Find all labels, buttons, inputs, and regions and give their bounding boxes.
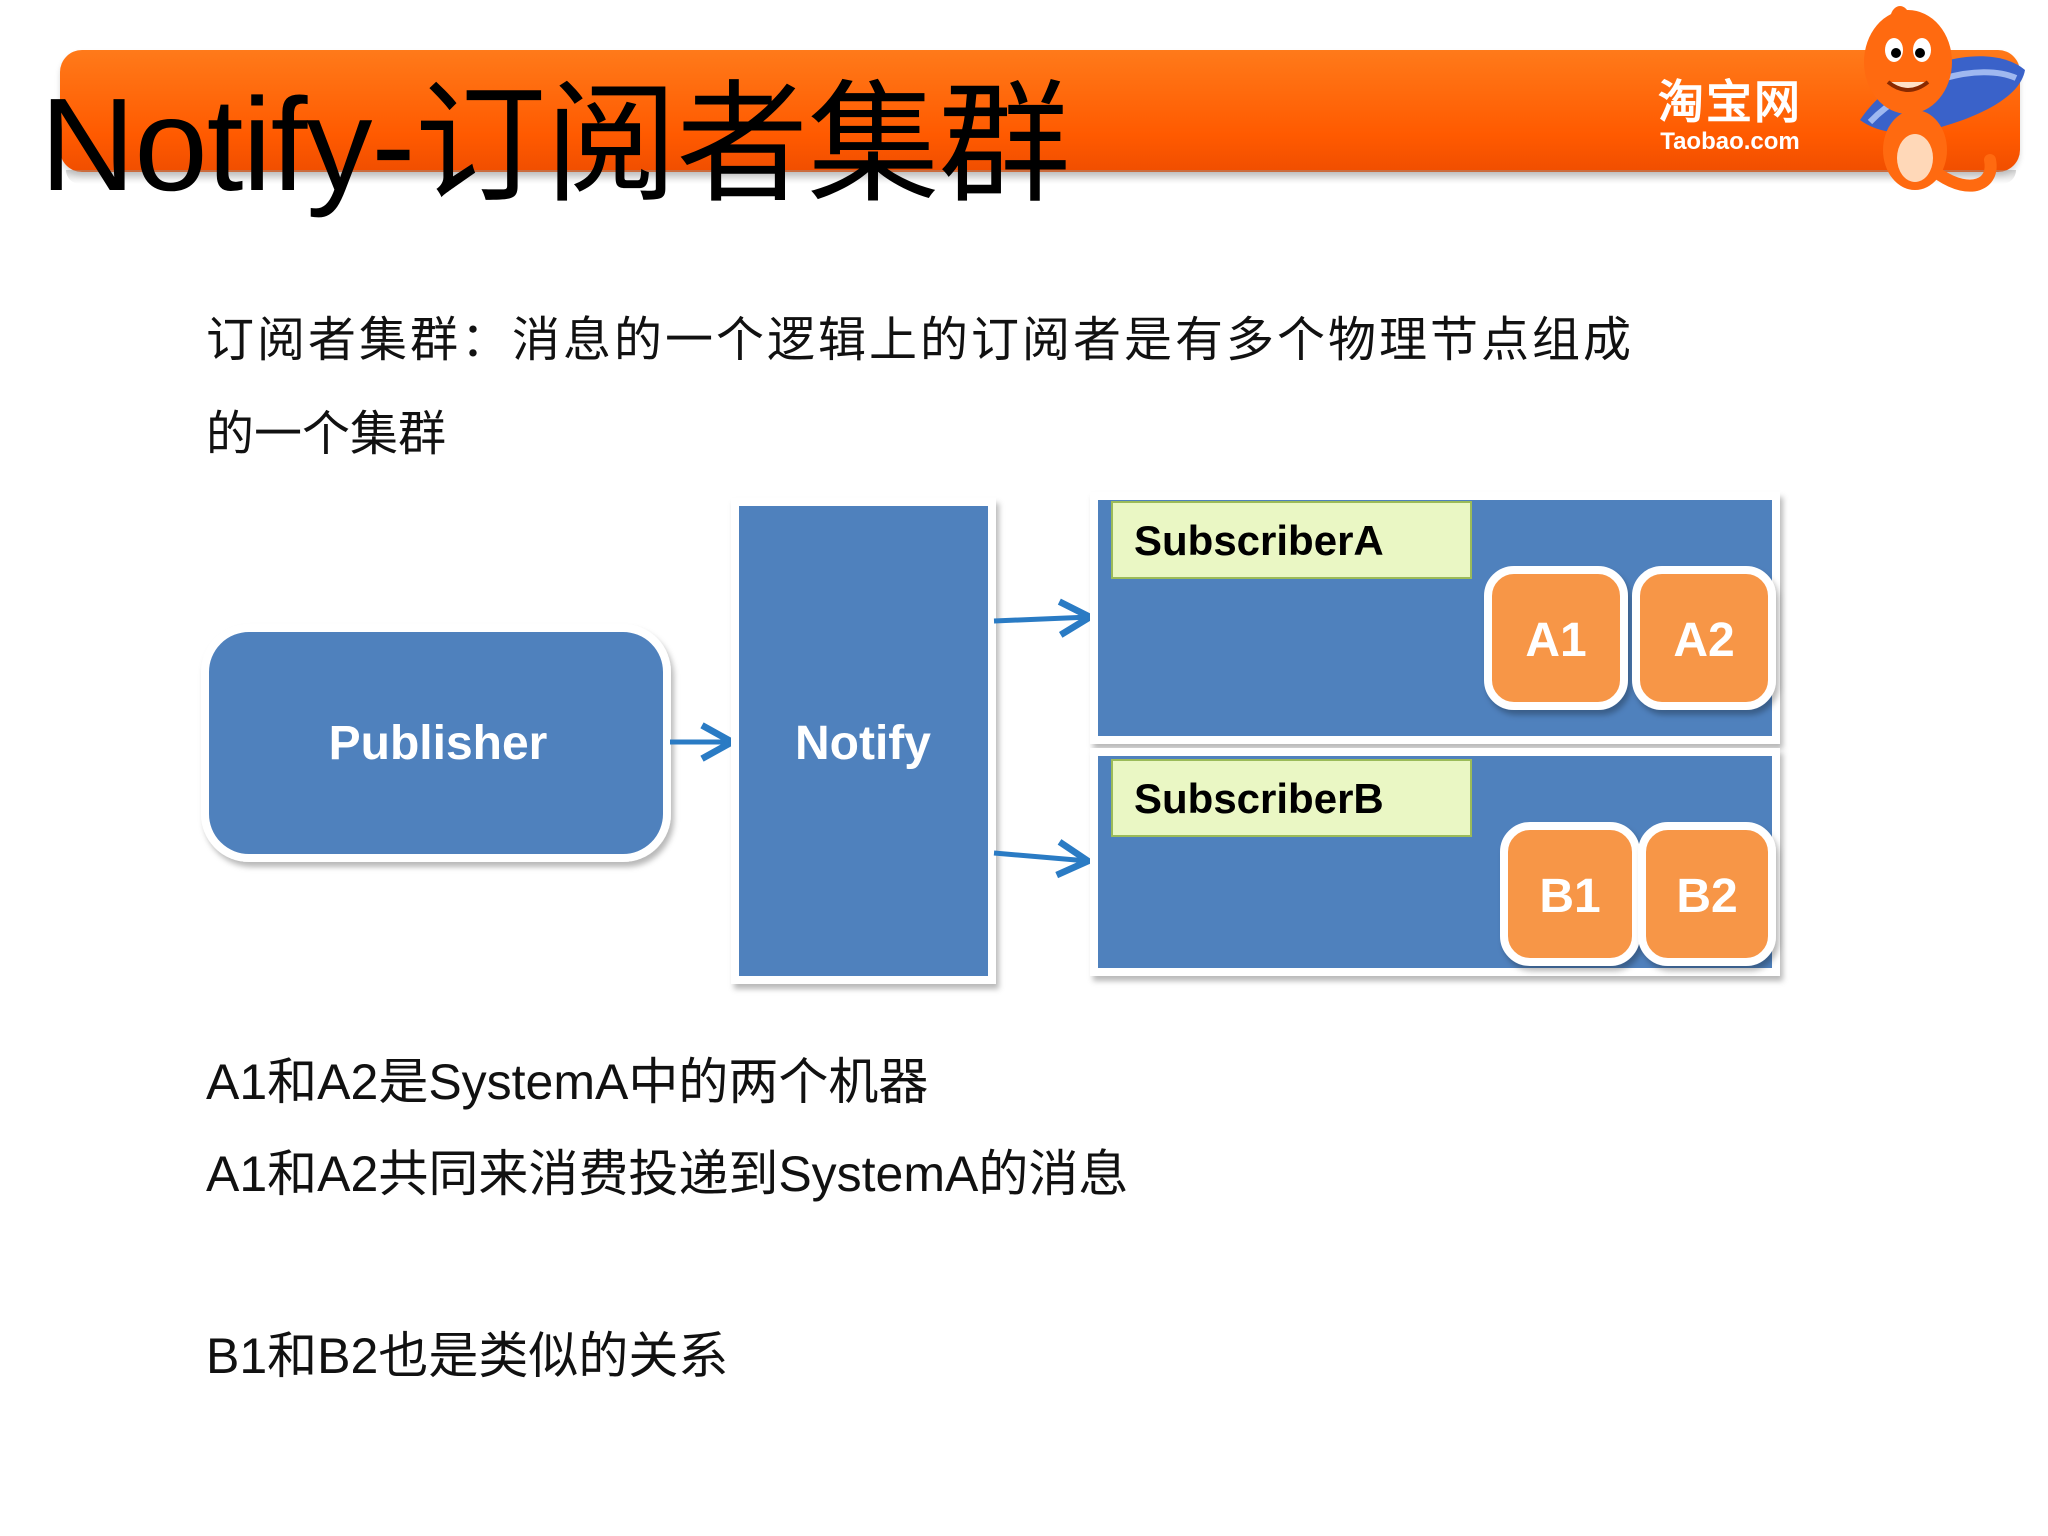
subscriber-a-group: SubscriberA A1 A2 bbox=[1090, 492, 1780, 744]
machine-a2: A2 bbox=[1632, 566, 1776, 710]
machine-a2-label: A2 bbox=[1673, 614, 1734, 667]
notify-label: Notify bbox=[795, 717, 931, 770]
arrow-notify-to-subscriber-b bbox=[993, 853, 1088, 861]
slide-title: Notify-订阅者集群 bbox=[40, 71, 1070, 218]
subscriber-a-label: SubscriberA bbox=[1134, 517, 1384, 564]
subscriber-b-group: SubscriberB B1 B2 bbox=[1090, 748, 1780, 976]
notify-node: Notify bbox=[731, 498, 996, 984]
arrow-notify-to-subscriber-a bbox=[993, 617, 1090, 621]
brand-logo: 淘宝网 Taobao.com bbox=[1640, 76, 1820, 156]
taobao-mascot-icon bbox=[1860, 6, 2025, 192]
note-text-line-2: A1和A2共同来消费投递到SystemA的消息 bbox=[206, 1146, 1129, 1202]
machine-b2: B2 bbox=[1638, 822, 1776, 966]
publisher-node: Publisher bbox=[201, 624, 671, 862]
header-bar bbox=[60, 50, 2020, 172]
brand-name-en: Taobao.com bbox=[1660, 128, 1800, 155]
machine-b2-label: B2 bbox=[1676, 870, 1737, 923]
publisher-label: Publisher bbox=[329, 717, 548, 770]
subscriber-b-label: SubscriberB bbox=[1134, 775, 1384, 822]
machine-b1: B1 bbox=[1500, 822, 1640, 966]
note-text-line-3: B1和B2也是类似的关系 bbox=[206, 1328, 729, 1384]
intro-text-line-2: 的一个集群 bbox=[206, 406, 447, 462]
machine-a1: A1 bbox=[1484, 566, 1628, 710]
brand-name-cn: 淘宝网 bbox=[1658, 76, 1802, 128]
intro-text-line-1: 订阅者集群：消息的一个逻辑上的订阅者是有多个物理节点组成 bbox=[206, 312, 1635, 368]
note-text-line-1: A1和A2是SystemA中的两个机器 bbox=[206, 1054, 929, 1110]
machine-a1-label: A1 bbox=[1525, 614, 1586, 667]
header-shadow bbox=[66, 170, 2016, 184]
machine-b1-label: B1 bbox=[1539, 870, 1600, 923]
